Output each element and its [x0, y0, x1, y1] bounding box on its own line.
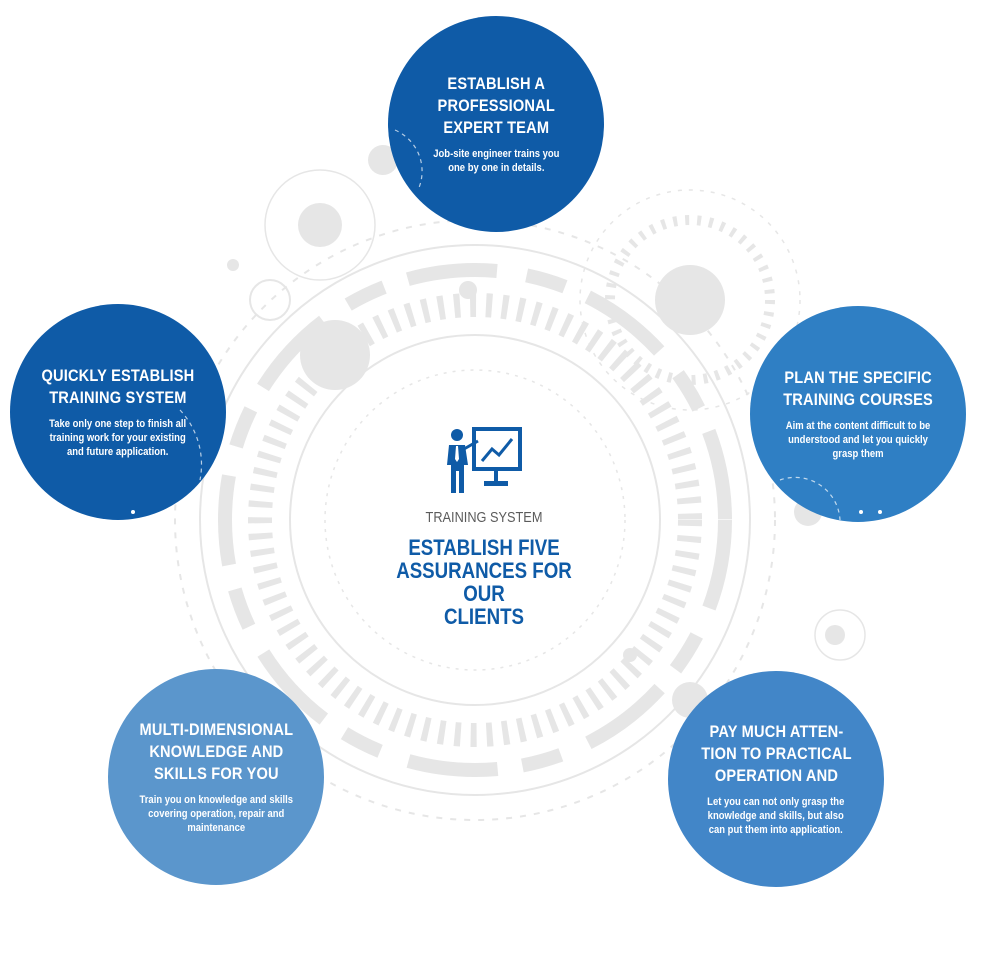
desc-line: Job-site engineer trains you — [432, 148, 560, 160]
title-line: PROFESSIONAL — [437, 96, 555, 115]
node-bottom-right-title: PAY MUCH ATTEN- TION TO PRACTICAL OPERAT… — [701, 721, 851, 787]
decor-dot — [623, 648, 637, 662]
node-top: ESTABLISH A PROFESSIONAL EXPERT TEAM Job… — [388, 16, 604, 232]
tick-ring — [248, 293, 702, 747]
center-title: ESTABLISH FIVE ASSURANCES FOR OUR CLIENT… — [374, 536, 595, 628]
node-bottom-left-description: Train you on knowledge and skills coveri… — [139, 793, 292, 835]
node-left-title: QUICKLY ESTABLISH TRAINING SYSTEM — [42, 365, 195, 409]
center-title-line: ASSURANCES FOR OUR — [396, 558, 572, 606]
small-ring-upper-left — [264, 169, 376, 281]
node-top-title: ESTABLISH A PROFESSIONAL EXPERT TEAM — [437, 73, 554, 139]
title-line: PLAN THE SPECIFIC — [784, 368, 932, 387]
node-bottom-left-title: MULTI-DIMENSIONAL KNOWLEDGE AND SKILLS F… — [139, 719, 293, 785]
desc-line: maintenance — [187, 822, 245, 834]
desc-line: training work for your existing — [49, 432, 187, 444]
right-dashed-ring — [579, 189, 801, 411]
segmented-ring — [218, 263, 732, 777]
desc-line: Let you can not only grasp the — [707, 796, 845, 808]
tiny-ring-left — [249, 279, 291, 321]
decor-dot — [298, 203, 342, 247]
inner-dashed-ring — [324, 369, 626, 671]
node-right-description: Aim at the content difficult to be under… — [786, 419, 931, 461]
desc-line: grasp them — [832, 448, 884, 460]
desc-line: can put them into application. — [708, 824, 844, 836]
center-title-line: ESTABLISH FIVE — [408, 535, 560, 560]
desc-line: Aim at the content difficult to be — [785, 420, 931, 432]
node-left: QUICKLY ESTABLISH TRAINING SYSTEM Take o… — [10, 304, 226, 520]
title-line: TRAINING SYSTEM — [49, 388, 187, 407]
desc-line: understood and let you quickly — [788, 434, 928, 446]
decor-dot — [655, 265, 725, 335]
desc-line: Train you on knowledge and skills — [139, 794, 293, 806]
decor-dot — [300, 320, 370, 390]
title-line: MULTI-DIMENSIONAL — [139, 720, 293, 739]
desc-line: knowledge and skills, but also — [707, 810, 845, 822]
node-top-description: Job-site engineer trains you one by one … — [433, 147, 559, 175]
node-right: PLAN THE SPECIFIC TRAINING COURSES Aim a… — [750, 306, 966, 522]
node-bottom-right: PAY MUCH ATTEN- TION TO PRACTICAL OPERAT… — [668, 671, 884, 887]
desc-line: and future application. — [67, 446, 169, 458]
title-line: SKILLS FOR YOU — [153, 764, 279, 783]
decor-dot — [368, 145, 398, 175]
presentation-board-icon — [447, 427, 522, 493]
title-line: PAY MUCH ATTEN- — [709, 722, 843, 741]
center-title-line: CLIENTS — [443, 604, 525, 629]
title-line: KNOWLEDGE AND — [148, 742, 284, 761]
outer-thin-ring — [199, 244, 751, 796]
outer-dashed-ring — [174, 219, 776, 821]
title-line: TRAINING COURSES — [783, 390, 933, 409]
desc-line: covering operation, repair and — [147, 808, 285, 820]
title-line: EXPERT TEAM — [443, 118, 549, 137]
title-line: QUICKLY ESTABLISH — [41, 366, 195, 385]
decor-dot — [825, 625, 845, 645]
node-right-title: PLAN THE SPECIFIC TRAINING COURSES — [783, 367, 933, 411]
node-bottom-left: MULTI-DIMENSIONAL KNOWLEDGE AND SKILLS F… — [108, 669, 324, 885]
title-line: OPERATION AND — [714, 766, 838, 785]
desc-line: one by one in details. — [447, 162, 545, 174]
right-tick-ring — [605, 215, 775, 385]
inner-ring — [289, 334, 661, 706]
decor-dot — [227, 259, 239, 271]
tiny-ring-right — [814, 609, 866, 661]
node-left-description: Take only one step to finish all trainin… — [49, 417, 186, 459]
title-line: TION TO PRACTICAL — [700, 744, 852, 763]
title-line: ESTABLISH A — [447, 74, 545, 93]
desc-line: Take only one step to finish all — [49, 418, 187, 430]
node-bottom-right-description: Let you can not only grasp the knowledge… — [707, 795, 844, 837]
decor-dot — [459, 281, 477, 299]
center-block: TRAINING SYSTEM ESTABLISH FIVE ASSURANCE… — [354, 425, 614, 628]
center-kicker: TRAINING SYSTEM — [425, 509, 543, 526]
